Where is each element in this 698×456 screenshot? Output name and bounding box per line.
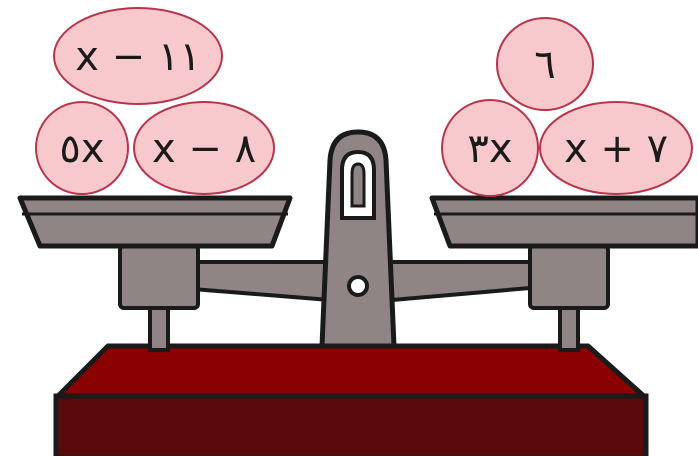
weight-left-bottom-1: ٥x	[35, 101, 129, 195]
weight-label: ٦	[534, 42, 555, 88]
weight-right-bottom-1: ٣x	[441, 99, 539, 197]
weight-label: ٥x	[59, 126, 104, 172]
weight-label: x − ٨	[152, 126, 256, 172]
left-weights: x − ١١ ٥x x − ٨	[35, 7, 275, 195]
base-top	[53, 343, 649, 401]
right-pan	[429, 195, 698, 249]
weight-label: x − ١١	[75, 34, 201, 80]
weight-left-top: x − ١١	[53, 7, 223, 105]
weight-label: ٣x	[467, 126, 512, 172]
left-pan	[17, 195, 293, 249]
right-pan-block	[528, 244, 610, 310]
pivot-circle	[347, 275, 369, 297]
weight-right-top: ٦	[496, 17, 594, 111]
weight-left-bottom-2: x − ٨	[133, 101, 275, 195]
weight-label: x + ٧	[564, 126, 668, 172]
left-pan-block	[118, 244, 200, 310]
center-pillar	[319, 129, 397, 349]
base-front	[53, 393, 649, 456]
weight-right-bottom-2: x + ٧	[539, 101, 693, 195]
right-weights: ٦ ٣x x + ٧	[441, 17, 693, 197]
scale-base	[53, 343, 649, 456]
